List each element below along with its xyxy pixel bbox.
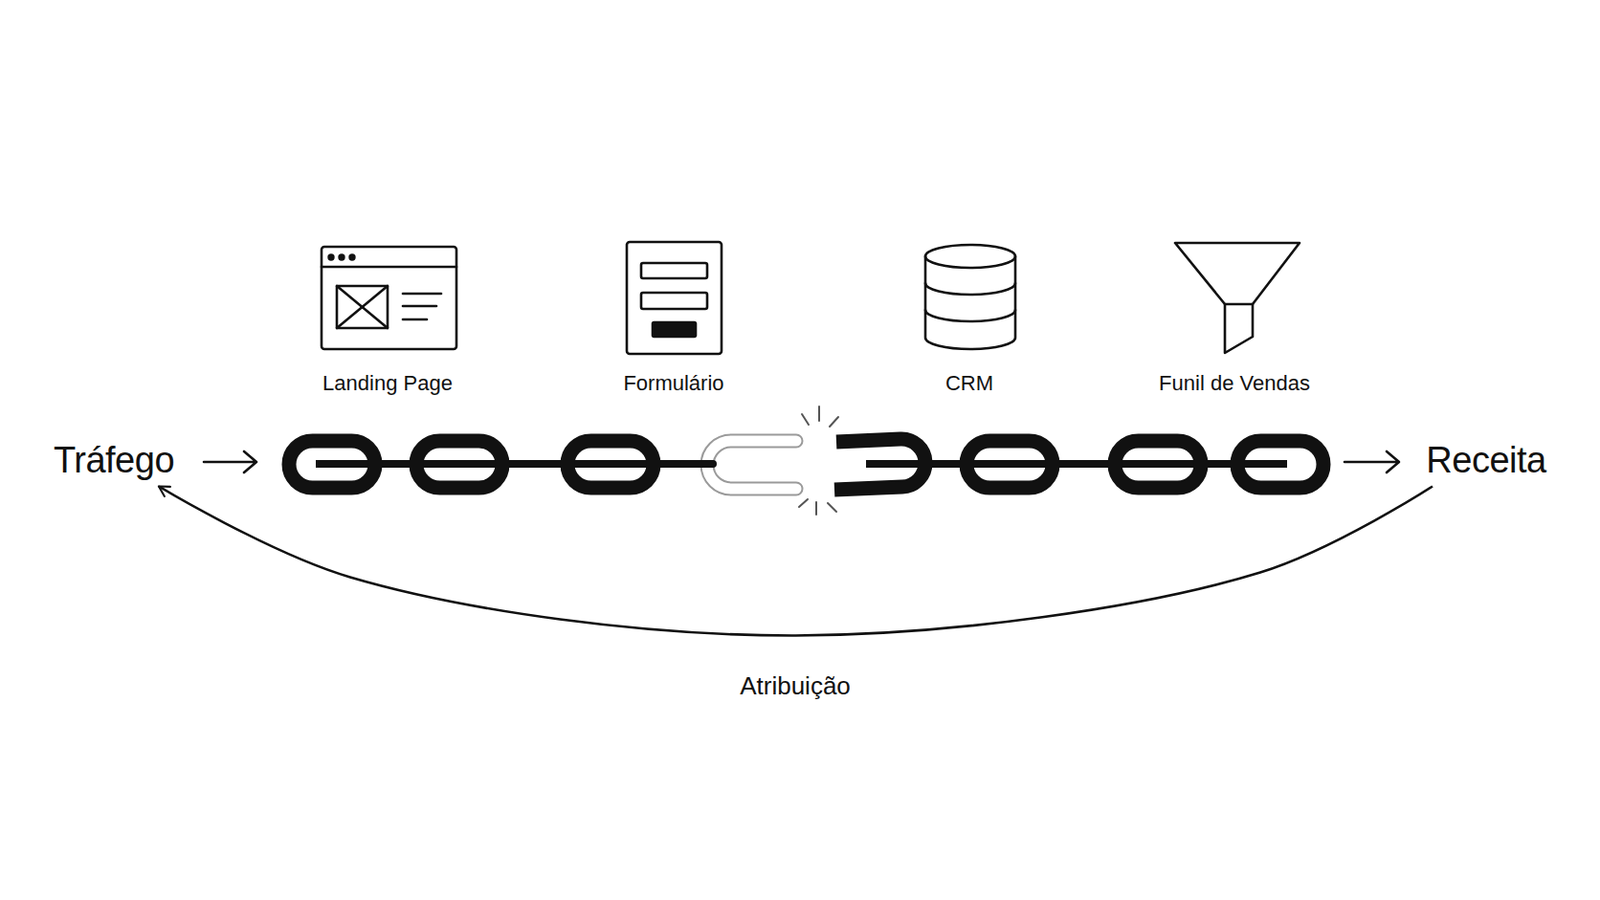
chain-link xyxy=(1237,441,1324,489)
chain-link xyxy=(567,441,654,489)
broken-link-half xyxy=(834,439,926,490)
icon-label: Formulário xyxy=(622,371,724,397)
flow-arrow xyxy=(1344,451,1400,473)
landing-page-icon xyxy=(321,246,457,350)
flow-arrow xyxy=(203,451,257,473)
icon-label: Landing Page xyxy=(322,371,453,397)
node-text: Tráfego xyxy=(53,440,175,482)
icon-label: CRM xyxy=(945,371,994,397)
icon-label: Funil de Vendas xyxy=(1158,371,1311,397)
node-text: Receita xyxy=(1425,440,1546,482)
chain-link xyxy=(966,441,1053,489)
database-icon xyxy=(925,244,1016,350)
terminal-label: Tráfego xyxy=(49,438,178,484)
form-icon xyxy=(626,242,722,355)
chain xyxy=(288,406,1324,515)
break-sparks xyxy=(799,406,839,515)
attribution-arrow xyxy=(158,487,1433,637)
terminal-label: Receita xyxy=(1422,438,1550,484)
broken-link xyxy=(684,441,797,489)
funnel-icon xyxy=(1175,243,1300,354)
chain-link xyxy=(288,441,376,489)
chain-link xyxy=(1114,441,1201,489)
chain-link xyxy=(416,441,503,489)
edge-label: Atribuição xyxy=(735,671,855,702)
